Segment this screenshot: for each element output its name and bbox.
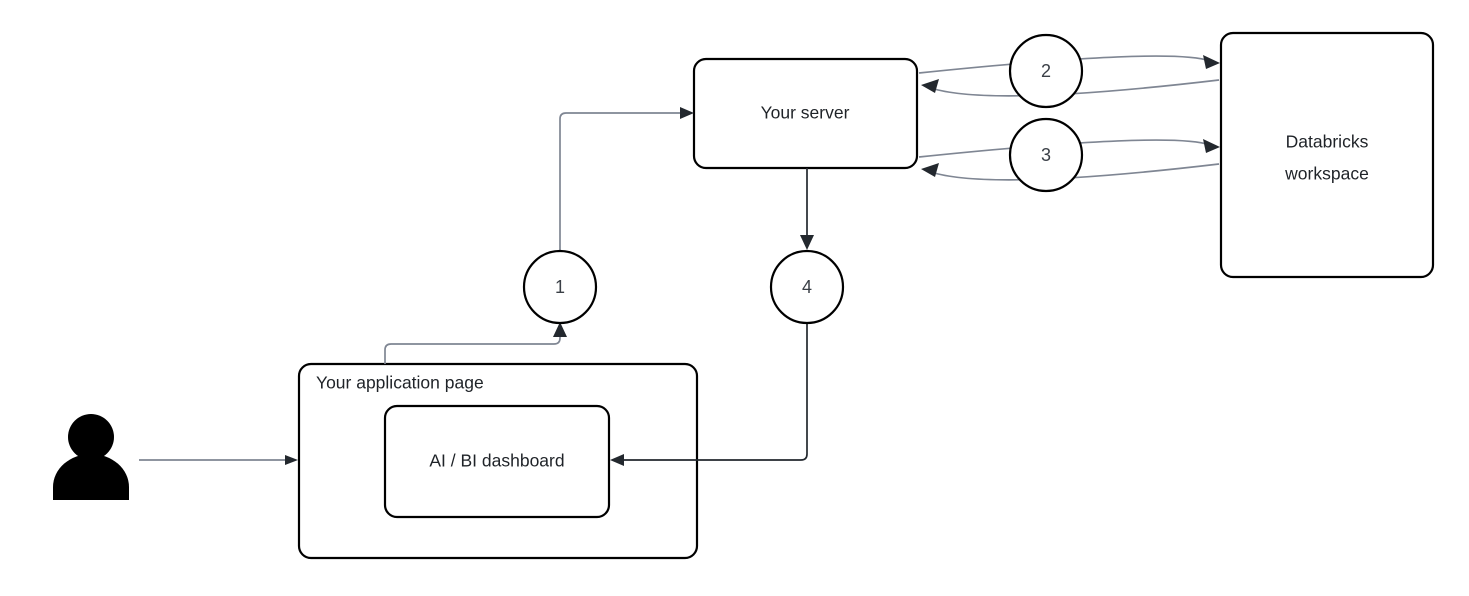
- node-dashboard[interactable]: [383, 404, 611, 519]
- step-marker-1-label: 1: [555, 277, 565, 297]
- step-marker-4-label: 4: [802, 277, 812, 297]
- user-icon: [53, 414, 129, 500]
- step-marker-3-label: 3: [1041, 145, 1051, 165]
- node-server[interactable]: [692, 57, 919, 170]
- node-workspace[interactable]: [1219, 31, 1435, 279]
- step-marker-2-label: 2: [1041, 61, 1051, 81]
- step-marker-1[interactable]: [522, 249, 598, 325]
- step-marker-2[interactable]: [1008, 33, 1084, 109]
- edge-app-page-to-server: [384, 107, 694, 364]
- workspace-label-line2: workspace: [1284, 164, 1369, 184]
- step-marker-3[interactable]: [1008, 117, 1084, 193]
- app-page-label: Your application page: [316, 373, 484, 393]
- edge-actor-to-app-page: [139, 455, 298, 465]
- server-label: Your server: [761, 103, 850, 123]
- edge-server-to-dashboard: [610, 168, 814, 466]
- workspace-label-line1: Databricks: [1286, 132, 1369, 152]
- step-marker-4[interactable]: [769, 249, 845, 325]
- dashboard-label: AI / BI dashboard: [429, 451, 564, 471]
